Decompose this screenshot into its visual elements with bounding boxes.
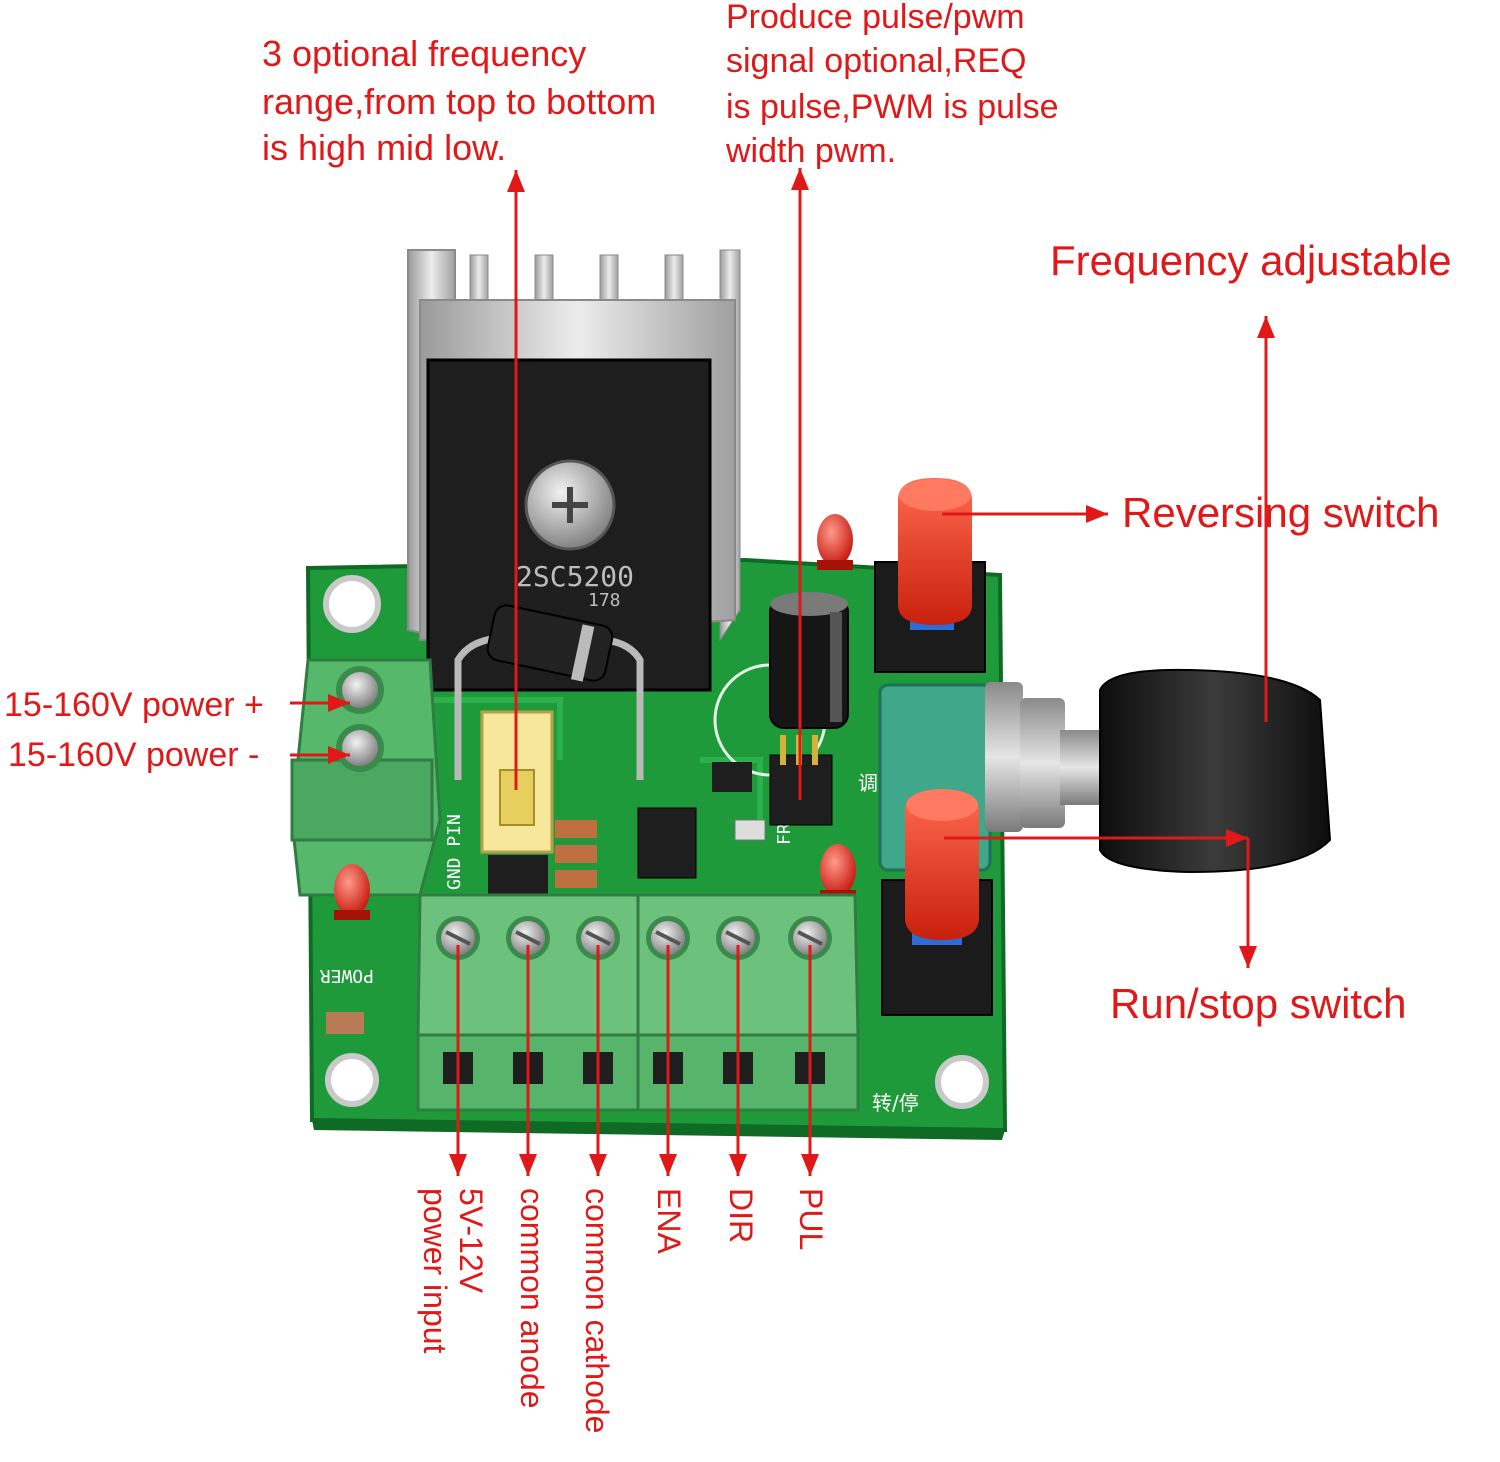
label-run-stop-switch: Run/stop switch xyxy=(1110,980,1406,1027)
arrow-icon xyxy=(729,1154,747,1176)
label-line: Produce pulse/pwm xyxy=(726,0,1025,36)
screw-slot xyxy=(445,930,471,946)
silk-run-label: 转/停 xyxy=(872,1091,919,1115)
terminal-label-ena: ENA xyxy=(651,1188,687,1254)
label-power-minus: 15-160V power - xyxy=(8,736,259,774)
screw-slot xyxy=(797,930,823,946)
label-line: 3 optional frequency xyxy=(262,33,586,74)
arrow-icon xyxy=(1086,505,1108,523)
terminal-label-common-cathode: common cathode xyxy=(579,1188,615,1433)
screw-icon xyxy=(342,672,378,708)
annotation-frequency-range: 3 optional frequency range,from top to b… xyxy=(262,33,656,168)
arrow-icon xyxy=(519,1154,537,1176)
led-icon xyxy=(820,844,856,900)
arrow-icon xyxy=(507,170,525,192)
silk-gnd-pin-label: GND PIN xyxy=(444,814,465,890)
screw-slot xyxy=(655,930,681,946)
terminal-label-5v-12v: 5V-12V power input xyxy=(417,1188,489,1354)
arrow-icon xyxy=(328,694,350,712)
label-line: signal optional,REQ xyxy=(726,42,1027,80)
terminal-label-line: PUL xyxy=(793,1188,829,1250)
label-line: range,from top to bottom xyxy=(262,81,656,122)
arrow-icon xyxy=(589,1154,607,1176)
transistor-marking: 2SC5200 xyxy=(516,560,634,593)
screw-slot xyxy=(725,930,751,946)
reversing-switch xyxy=(874,478,986,673)
terminal-label-line: ENA xyxy=(651,1188,687,1254)
screw-slot xyxy=(585,930,611,946)
silk-power-label: POWER xyxy=(320,965,374,986)
terminal-label-dir: DIR xyxy=(723,1188,759,1243)
power-terminal-block xyxy=(290,658,442,897)
terminal-label-line: 5V-12V xyxy=(453,1188,489,1294)
arrow-icon xyxy=(1226,829,1248,847)
screw-slot xyxy=(515,930,541,946)
screw-icon xyxy=(342,730,378,766)
terminal-label-line: power input xyxy=(417,1188,453,1354)
terminal-label-line: common anode xyxy=(514,1188,550,1409)
label-line: width pwm. xyxy=(725,132,896,170)
diode xyxy=(454,604,644,780)
smd-components xyxy=(326,762,766,1034)
arrow-icon xyxy=(449,1154,467,1176)
terminal-label-line: DIR xyxy=(723,1188,759,1243)
transistor-sub-marking: 178 xyxy=(588,590,621,611)
terminal-label-line: common cathode xyxy=(579,1188,615,1433)
label-line: is high mid low. xyxy=(262,127,506,168)
arrow-icon xyxy=(1239,946,1257,968)
terminal-label-pul: PUL xyxy=(793,1188,829,1250)
signal-terminal-block xyxy=(416,893,860,1112)
arrow-icon xyxy=(659,1154,677,1176)
electrolytic-capacitor xyxy=(769,592,849,729)
terminal-label-common-anode: common anode xyxy=(514,1188,550,1409)
arrow-icon xyxy=(801,1154,819,1176)
arrow-icon xyxy=(328,746,350,764)
label-line: is pulse,PWM is pulse xyxy=(726,88,1059,126)
arrow-icon xyxy=(1257,316,1275,338)
annotation-signal-mode: Produce pulse/pwm signal optional,REQ is… xyxy=(725,0,1059,170)
label-reversing-switch: Reversing switch xyxy=(1122,489,1439,536)
led-icon xyxy=(817,514,853,570)
label-frequency-adjustable: Frequency adjustable xyxy=(1050,237,1452,284)
run-stop-switch xyxy=(881,789,993,1016)
arrow-icon xyxy=(791,168,809,190)
led-icon xyxy=(334,864,370,920)
label-power-plus: 15-160V power + xyxy=(4,686,264,724)
